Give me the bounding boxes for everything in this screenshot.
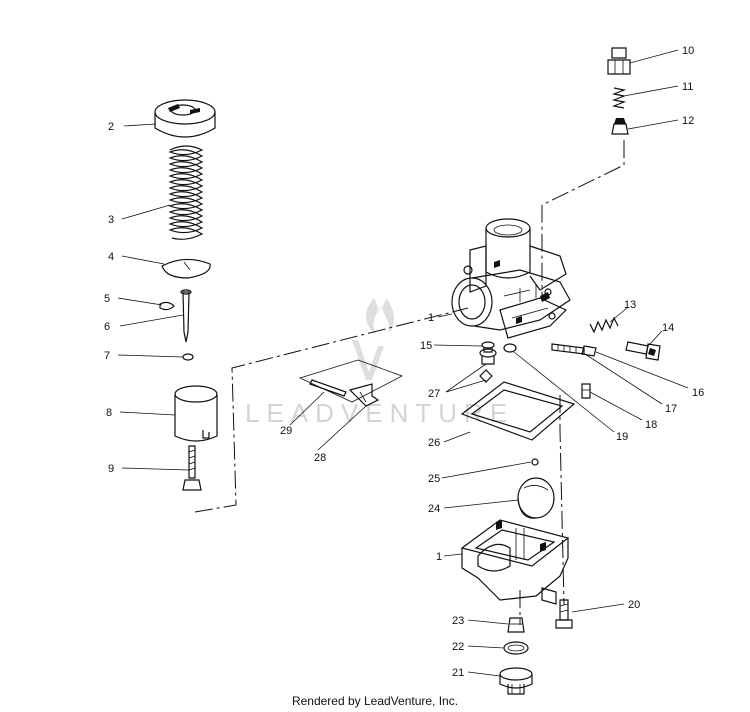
part-10-fitting [607,47,631,75]
part-6-needle [180,289,192,343]
callout-14: 14 [662,322,674,334]
part-7-washer [182,353,194,361]
part-3-spring [168,145,204,240]
part-4-plate [161,258,211,279]
assembly-lines [194,140,625,625]
callout-6: 6 [104,321,110,333]
callout-23: 23 [452,615,464,627]
callout-4: 4 [108,251,114,263]
leader-lines [117,49,689,677]
part-15-needle-jet [481,341,495,353]
callout-7: 7 [104,350,110,362]
part-1-carburetor-body [451,218,571,339]
part-1-float-bowl [460,519,570,605]
callout-10: 10 [682,45,694,57]
leadventure-watermark: LEADVENTURE [245,298,507,428]
callout-22: 22 [452,641,464,653]
callout-13: 13 [624,299,636,311]
part-19-washer [503,343,517,353]
part-23-drain-screw [507,617,525,633]
callout-25: 25 [428,473,440,485]
callout-1-lower: 1 [436,551,442,563]
part-8-throttle-valve [174,385,218,442]
callout-15: 15 [420,340,432,352]
callout-21: 21 [452,667,464,679]
callout-11: 11 [682,81,693,93]
part-28-float-arm [298,359,403,407]
part-9-adjuster [182,445,202,491]
part-29-pin [309,379,347,397]
part-13-spring [589,316,619,334]
part-5-clip [159,301,175,311]
callout-3: 3 [108,214,114,226]
callout-29: 29 [280,425,292,437]
part-25-pin [531,458,539,466]
part-17-pilot-screw [551,343,597,357]
callout-1-upper: 1 [428,312,434,324]
callout-20: 20 [628,599,640,611]
callout-16: 16 [692,387,704,399]
part-20-screw [555,599,573,629]
part-2-cap [154,99,216,138]
callout-17: 17 [665,403,677,415]
rendered-by-footer: Rendered by LeadVenture, Inc. [291,694,459,708]
callout-28: 28 [314,452,326,464]
callout-12: 12 [682,115,694,127]
callout-5: 5 [104,293,110,305]
part-12-plunger [611,118,629,135]
part-22-o-ring [503,641,529,655]
part-21-drain-plug [499,667,533,695]
callouts: 2 3 4 5 6 7 8 9 10 11 12 1 13 14 15 16 1… [104,45,704,679]
callout-26: 26 [428,437,440,449]
part-27-main-jet [479,348,497,383]
callout-8: 8 [106,407,112,419]
callout-9: 9 [108,463,114,475]
callout-27: 27 [428,388,440,400]
part-14-idle-screw [625,341,661,361]
part-18-jet [581,383,591,399]
callout-18: 18 [645,419,657,431]
part-24-float [517,477,555,519]
callout-2: 2 [108,121,114,133]
part-11-spring [611,87,627,109]
callout-24: 24 [428,503,440,515]
part-26-gasket [460,381,576,441]
callout-19: 19 [616,431,628,443]
